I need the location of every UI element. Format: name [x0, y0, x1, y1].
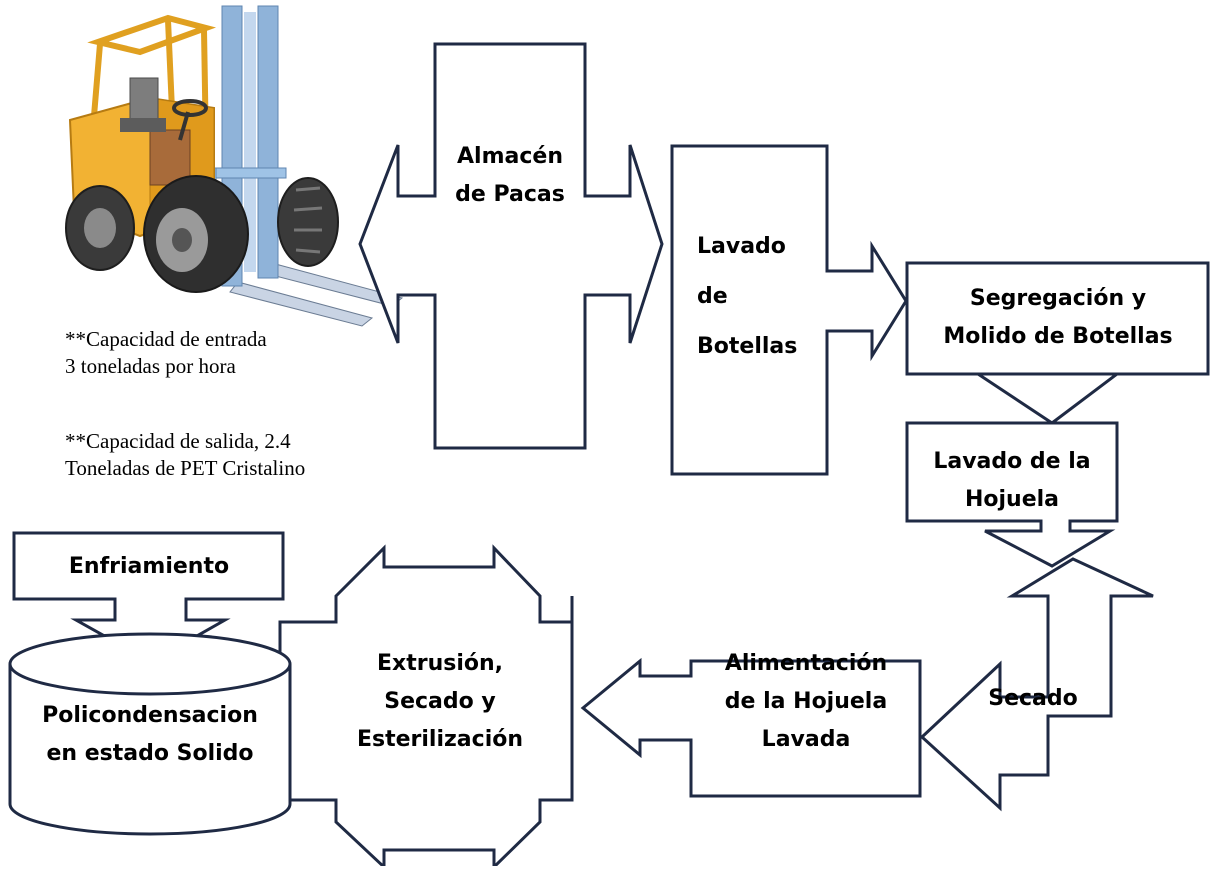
lavado-botellas-line-2: de	[697, 284, 728, 309]
alimentacion-line-2: de la Hojuela	[724, 689, 888, 714]
capacidad-salida-note: **Capacidad de salida, 2.4 Toneladas de …	[65, 428, 305, 482]
policondensacion-line-2: en estado Solido	[46, 741, 254, 766]
almacen-line-2: de Pacas	[455, 182, 565, 207]
extrusion-arrow-shape	[278, 544, 574, 871]
capacidad-entrada-line-2: 3 toneladas por hora	[65, 354, 236, 378]
lavado-botellas-line-3: Botellas	[697, 334, 798, 359]
secado-text: Secado	[988, 686, 1078, 711]
extrusion-line-3: Esterilización	[356, 727, 524, 752]
segregacion-line-2: Molido de Botellas	[943, 324, 1173, 349]
policondensacion-line-1: Policondensacion	[42, 703, 258, 728]
lavado-hojuela-line-2: Hojuela	[964, 487, 1060, 512]
policondensacion-cylinder	[8, 632, 292, 836]
almacen-label: Almacén de Pacas	[440, 138, 580, 214]
capacidad-salida-line-1: **Capacidad de salida, 2.4	[65, 429, 291, 453]
capacidad-entrada-line-1: **Capacidad de entrada	[65, 327, 267, 351]
lavado-botellas-shape	[670, 144, 908, 476]
segregacion-box	[905, 261, 1210, 376]
lavado-hojuela-label: Lavado de la Hojuela	[912, 443, 1112, 519]
lavado-hojuela-shape	[905, 421, 1119, 568]
capacidad-entrada-note: **Capacidad de entrada 3 toneladas por h…	[65, 326, 267, 380]
forklift-icon	[65, 5, 404, 327]
almacen-line-1: Almacén	[457, 144, 563, 169]
extrusion-line-2: Secado y	[384, 689, 496, 714]
extrusion-label: Extrusión, Secado y Esterilización	[350, 645, 530, 759]
down-arrow-1	[973, 372, 1122, 425]
secado-label: Secado	[968, 680, 1098, 718]
extrusion-line-1: Extrusión,	[376, 651, 504, 676]
secado-shape	[919, 557, 1154, 812]
almacen-arrow-shape	[358, 42, 664, 450]
policondensacion-label: Policondensacion en estado Solido	[14, 697, 286, 773]
segregacion-label: Segregación y Molido de Botellas	[912, 280, 1204, 356]
capacidad-salida-line-2: Toneladas de PET Cristalino	[65, 456, 306, 480]
alimentacion-line-1: Alimentación	[724, 651, 888, 676]
segregacion-line-1: Segregación y	[969, 286, 1147, 311]
alimentacion-line-3: Lavada	[761, 727, 851, 752]
alimentacion-label: Alimentación de la Hojuela Lavada	[694, 645, 918, 759]
lavado-hojuela-line-1: Lavado de la	[933, 449, 1091, 474]
enfriamiento-text: Enfriamiento	[68, 554, 230, 579]
lavado-botellas-line-1: Lavado	[697, 234, 786, 259]
enfriamiento-label: Enfriamiento	[16, 548, 282, 586]
lavado-botellas-label: Lavado de Botellas	[697, 222, 817, 372]
alimentacion-shape	[580, 657, 922, 798]
